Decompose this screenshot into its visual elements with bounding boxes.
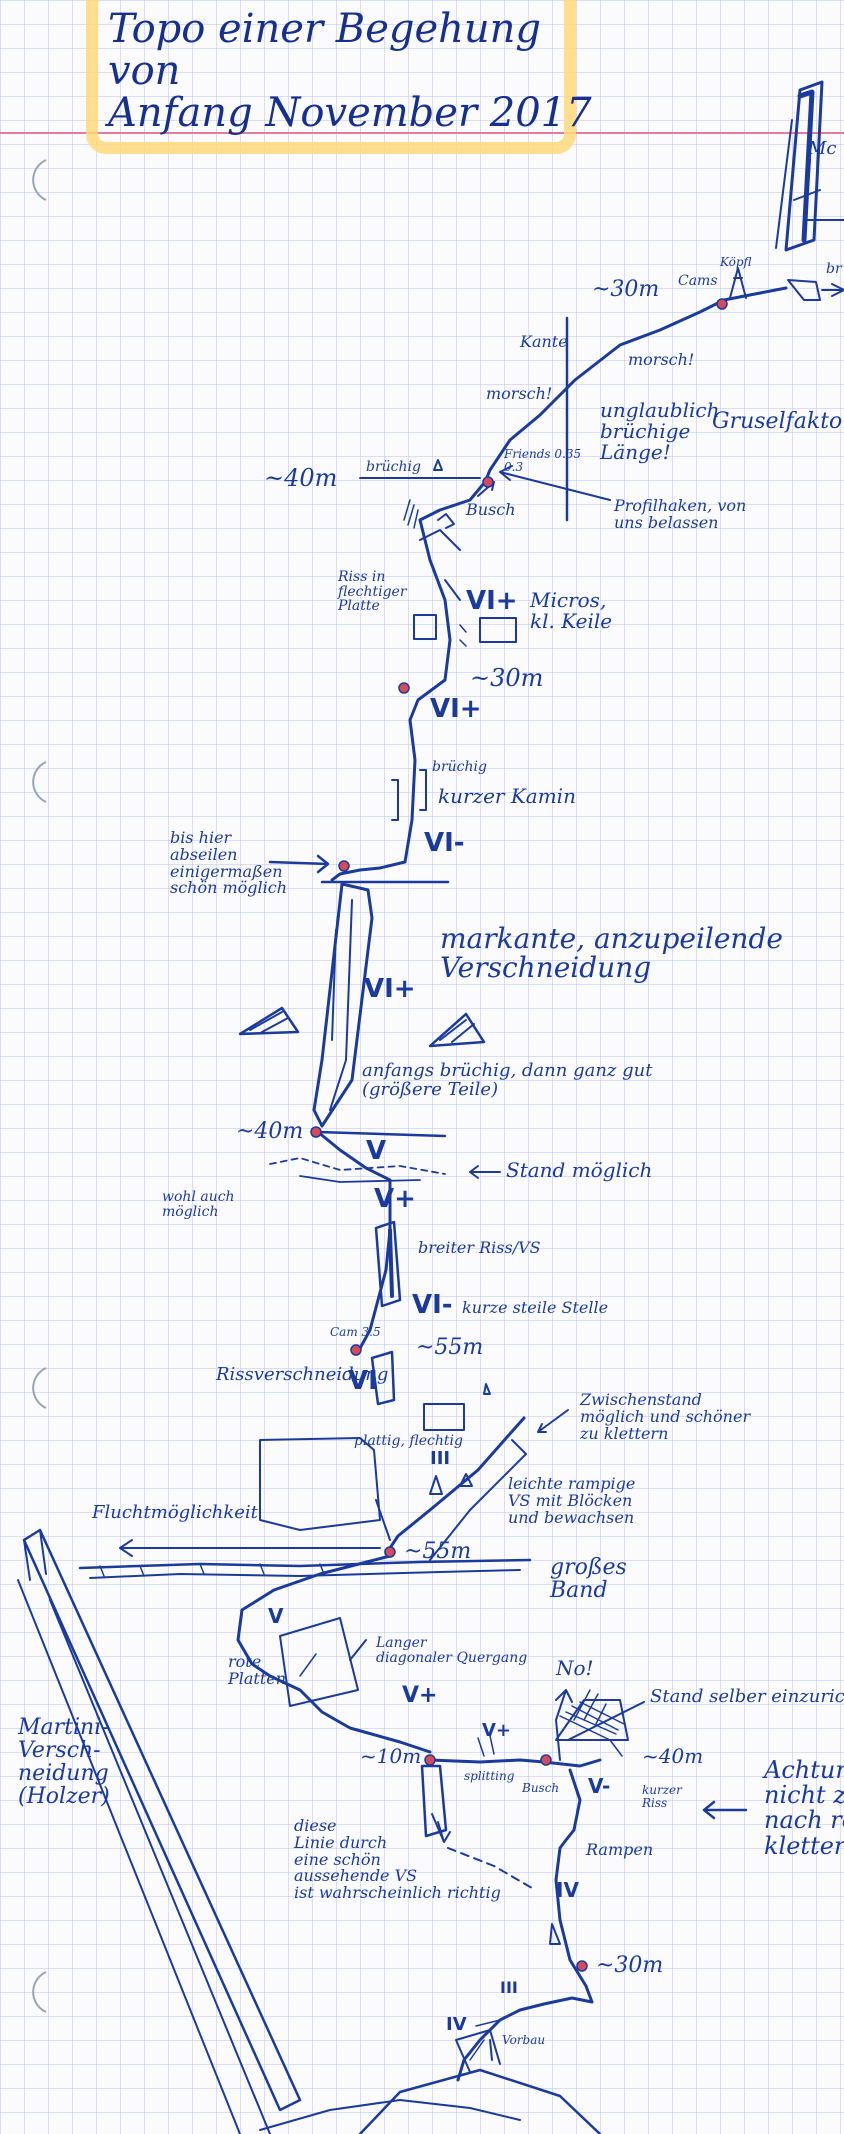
label-busch-bottom: Busch bbox=[522, 1781, 560, 1795]
grade-label: V+ bbox=[402, 1683, 438, 1708]
route-line-ramp bbox=[388, 1416, 526, 1550]
label-br: br bbox=[826, 261, 842, 277]
label-rampen: Rampen bbox=[586, 1840, 654, 1859]
label-kurze-steile-stelle: kurze steile Stelle bbox=[462, 1298, 609, 1317]
length-40m-1: ~40m bbox=[264, 464, 338, 492]
label-koepfl: Köpfl bbox=[720, 255, 752, 269]
grade-label: V bbox=[268, 1604, 284, 1628]
label-morsch-1: morsch! bbox=[628, 350, 695, 369]
length-55m-1: ~55m bbox=[416, 1335, 484, 1360]
belay-bolt bbox=[716, 298, 728, 310]
route-line-bottom bbox=[554, 1768, 594, 2004]
belay-bolt bbox=[338, 860, 350, 872]
label-quergang: Langer diagonaler Quergang bbox=[376, 1635, 528, 1666]
label-rissverschneidung: Rissverschneidung bbox=[216, 1364, 389, 1385]
route-line-main bbox=[330, 480, 487, 882]
martini-dihedral bbox=[22, 1528, 302, 2112]
dihedral-outline bbox=[312, 882, 374, 1128]
boulder-sketch bbox=[238, 1006, 300, 1036]
grade-label: VI+ bbox=[430, 694, 482, 724]
label-morsch-2: morsch! bbox=[486, 384, 553, 403]
grade-label: VI bbox=[348, 1366, 378, 1396]
length-40m-2: ~40m bbox=[236, 1119, 304, 1144]
label-stand-moeglich: Stand möglich bbox=[506, 1158, 653, 1182]
belay-bolt bbox=[576, 1960, 588, 1972]
belay-bolt bbox=[398, 682, 410, 694]
grade-label: VI+ bbox=[364, 974, 416, 1004]
label-stand-selber: Stand selber einzurichten bbox=[650, 1686, 844, 1707]
label-bruechig-2: brüchig bbox=[432, 759, 487, 775]
label-kurzer-kamin: kurzer Kamin bbox=[438, 784, 576, 808]
length-30m-2: ~30m bbox=[470, 664, 544, 692]
grade-label: IV bbox=[446, 2014, 467, 2035]
belay-bolt bbox=[350, 1344, 362, 1356]
route-line-top bbox=[483, 286, 788, 484]
route-line-lower bbox=[236, 1554, 432, 1754]
label-abseilen: bis hier abseilen einigermaßen schön mög… bbox=[170, 828, 288, 898]
grade-label: III bbox=[500, 1978, 518, 1997]
label-wohl-auch: wohl auch möglich bbox=[162, 1189, 235, 1220]
belay-bolt bbox=[540, 1754, 552, 1766]
topo-title: Topo einer Begehung von Anfang November … bbox=[108, 6, 592, 136]
belay-bolt bbox=[424, 1754, 436, 1766]
grade-label: VI+ bbox=[466, 586, 518, 616]
grade-label: V- bbox=[588, 1774, 611, 1798]
label-kante: Kante bbox=[520, 332, 568, 351]
grade-label: III bbox=[430, 1448, 451, 1469]
label-grosses-band: großes Band bbox=[550, 1555, 627, 1604]
binder-hole bbox=[32, 1367, 47, 1409]
grade-label: V+ bbox=[374, 1184, 416, 1214]
label-cam35: Cam 3.5 bbox=[330, 1325, 381, 1339]
length-30m-3: ~30m bbox=[596, 1953, 664, 1978]
pillar-outline bbox=[784, 80, 824, 252]
grade-label: VI- bbox=[412, 1290, 453, 1320]
grade-label: V+ bbox=[482, 1720, 512, 1741]
label-vorbau: Vorbau bbox=[502, 2033, 546, 2047]
label-micros: Micros, kl. Keile bbox=[530, 588, 613, 633]
label-friends: Friends 0.35 0.3 bbox=[504, 447, 582, 474]
label-busch-top: Busch bbox=[466, 500, 516, 519]
grade-label: IV bbox=[556, 1878, 579, 1902]
label-plattig-flechtig: plattig, flechtig bbox=[354, 1433, 463, 1449]
label-fluchtmoeglichkeit: Fluchtmöglichkeit bbox=[92, 1502, 258, 1523]
length-10m: ~10m bbox=[360, 1744, 422, 1768]
label-unglaublich-bruechig: unglaublich brüchige Länge! bbox=[600, 398, 720, 464]
label-leichte-rampe: leichte rampige VS mit Blöcken und bewac… bbox=[508, 1474, 636, 1527]
belay-bolt bbox=[384, 1546, 396, 1558]
grade-label: V bbox=[366, 1136, 387, 1166]
binder-hole bbox=[32, 159, 47, 201]
label-profilhaken: Profilhaken, von uns belassen bbox=[614, 496, 747, 532]
label-splitting: splitting bbox=[464, 1769, 515, 1783]
label-verschneidung: markante, anzupeilende Verschneidung bbox=[440, 922, 783, 985]
title-highlight bbox=[86, 0, 576, 154]
binder-hole bbox=[32, 761, 47, 803]
label-diese-linie: diese Linie durch eine schön aussehende … bbox=[294, 1816, 501, 1903]
label-riss-in-platte: Riss in flechtiger Platte bbox=[338, 569, 407, 615]
label-bruechig-top: brüchig bbox=[366, 459, 421, 475]
vorbau-outline bbox=[455, 2029, 501, 2073]
great-band bbox=[78, 1558, 532, 1570]
label-gruselfaktor: Gruselfaktor bbox=[712, 409, 844, 434]
label-cams: Cams bbox=[678, 273, 718, 289]
length-55m-2: ~55m bbox=[404, 1539, 472, 1564]
label-achtung: Achtung nicht zu nach re klettern bbox=[764, 1756, 844, 1860]
length-30m-top: ~30m bbox=[592, 277, 660, 302]
label-breiter-riss: breiter Riss/VS bbox=[418, 1238, 541, 1257]
belay-bolt bbox=[310, 1126, 322, 1138]
label-rote-platten: rote Platten bbox=[228, 1652, 287, 1688]
label-anfangs-bruechig: anfangs brüchig, dann ganz gut (größere … bbox=[362, 1060, 653, 1100]
binder-hole bbox=[32, 1971, 47, 2013]
label-martini: Martini- Versch- neidung (Holzer) bbox=[18, 1715, 110, 1810]
label-no: No! bbox=[556, 1656, 594, 1680]
grade-label: VI- bbox=[424, 828, 465, 858]
label-zwischenstand: Zwischenstand möglich und schöner zu kle… bbox=[580, 1390, 751, 1443]
belay-bolt bbox=[482, 476, 494, 488]
length-40m-3: ~40m bbox=[642, 1744, 704, 1768]
label-ma: Mc bbox=[808, 138, 837, 159]
label-kurzer-riss: kurzer Riss bbox=[642, 1783, 682, 1810]
